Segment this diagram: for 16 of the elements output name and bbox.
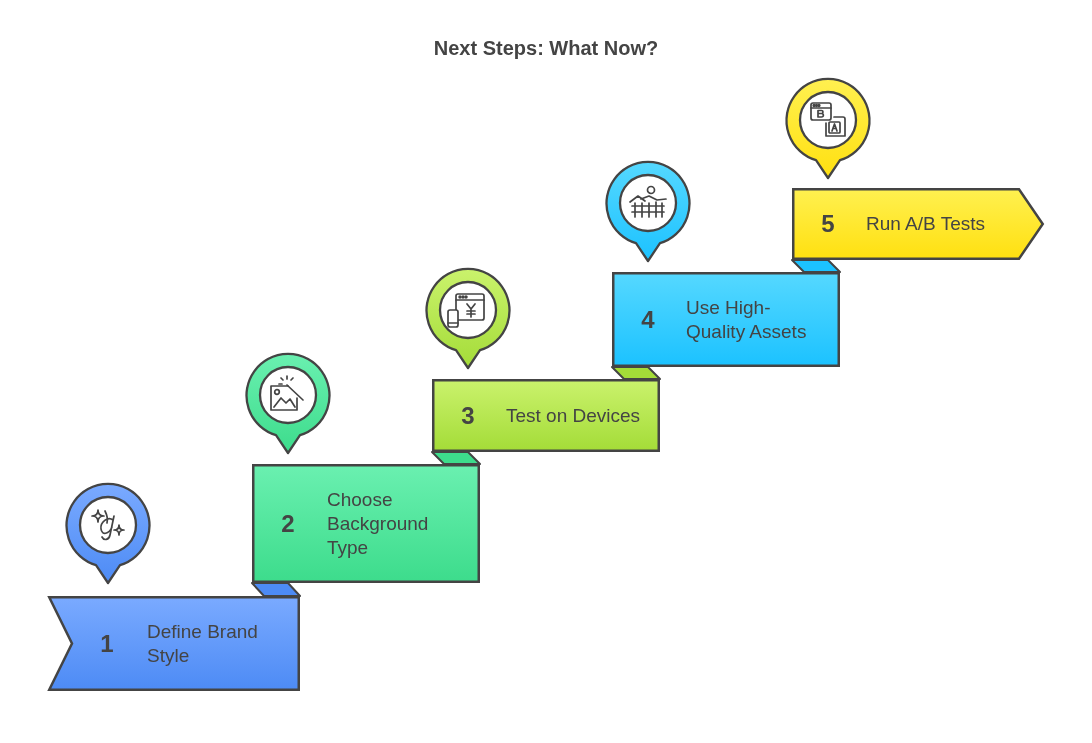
step-label: Choose Background Type [327,487,430,560]
step-label: Define Brand Style [147,619,259,668]
step-number: 1 [100,629,114,658]
step-label: Test on Devices [506,403,641,428]
step-ribbon [252,464,480,583]
step-number: 2 [281,509,295,538]
step-ribbon [432,379,660,452]
step-ribbon [792,188,1044,260]
step-number: 3 [461,401,475,430]
step-ribbon [612,272,840,367]
step-number: 5 [821,210,835,238]
step-label: Use High-Quality Assets [686,295,808,344]
step-ribbon [48,596,300,691]
diagram-title: Next Steps: What Now? [433,36,659,61]
step-label: Run A/B Tests [866,212,985,236]
step-number: 4 [641,305,655,334]
